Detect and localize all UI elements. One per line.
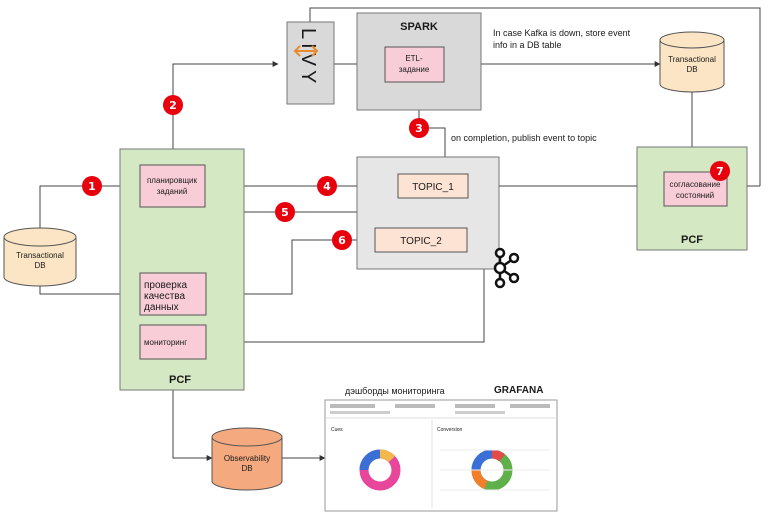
step-2-number: 2 bbox=[169, 99, 177, 112]
step-2-marker: 2 bbox=[163, 95, 183, 115]
monitoring-box bbox=[139, 324, 207, 360]
pcf-left: планировщик заданий проверка качества да… bbox=[119, 148, 245, 391]
db-right: Transactional DB bbox=[659, 31, 725, 93]
etl-label-line2: задание bbox=[399, 65, 430, 74]
scheduler-line2: заданий bbox=[157, 187, 188, 196]
step-7-marker: 7 bbox=[710, 161, 730, 181]
step-5-number: 5 bbox=[281, 206, 289, 219]
kafka-logo-icon bbox=[493, 247, 520, 289]
step-6-marker: 6 bbox=[332, 230, 352, 250]
panel-right-title: Conversion bbox=[437, 427, 463, 433]
topic2-label: TOPIC_2 bbox=[400, 236, 442, 247]
db-left: Transactional DB bbox=[3, 227, 77, 287]
kafka-note-line1: In case Kafka is down, store event bbox=[493, 28, 631, 38]
livy-logo-text: LIVY bbox=[297, 28, 319, 87]
quality-box bbox=[139, 272, 207, 316]
quality-line1: проверка bbox=[144, 280, 187, 291]
panel-left-title: Cues bbox=[331, 427, 343, 433]
left-donut-chart bbox=[359, 449, 401, 491]
step-3-number: 3 bbox=[415, 122, 423, 135]
quality-line2: качества bbox=[144, 291, 185, 302]
pcf-to-observability-line bbox=[172, 390, 213, 461]
step-markers: 1 2 3 4 5 6 7 bbox=[82, 95, 730, 250]
monitoring-label: мониторинг bbox=[144, 338, 187, 347]
livy-box: LIVY bbox=[286, 21, 335, 105]
topic2-box bbox=[374, 227, 468, 253]
grafana-dashboard: дэшборды мониторинга GRAFANA Cues Conver… bbox=[324, 385, 558, 512]
grafana-title: GRAFANA bbox=[494, 385, 543, 396]
step-6-number: 6 bbox=[338, 234, 346, 247]
quality-line3: данных bbox=[144, 302, 179, 313]
step-3-marker: 3 bbox=[409, 118, 429, 138]
etl-label-line1: ETL- bbox=[405, 54, 423, 63]
etl-job-box bbox=[384, 46, 445, 83]
pcf-left-label: PCF bbox=[169, 374, 191, 386]
db-left-line2: DB bbox=[34, 261, 45, 270]
db-observability: Observability DB bbox=[211, 427, 283, 491]
obs-db-line1: Observability bbox=[224, 454, 270, 463]
topic1-label: TOPIC_1 bbox=[412, 182, 454, 193]
completion-note: on completion, publish event to topic bbox=[451, 133, 597, 143]
kafka-cluster: TOPIC_1 TOPIC_2 bbox=[356, 156, 500, 270]
obs-db-line2: DB bbox=[241, 464, 252, 473]
db-right-line1: Transactional bbox=[668, 55, 716, 64]
dashboard-frame bbox=[324, 399, 558, 512]
db-left-line1: Transactional bbox=[16, 251, 64, 260]
step-4-marker: 4 bbox=[317, 176, 337, 196]
step-7-number: 7 bbox=[716, 165, 724, 178]
topic1-box bbox=[397, 173, 469, 199]
scheduler-to-db-left-line bbox=[39, 185, 140, 230]
step-5-marker: 5 bbox=[275, 202, 295, 222]
livy-arrows-icon bbox=[293, 45, 319, 57]
scheduler-to-livy-line bbox=[172, 61, 279, 165]
db-right-line2: DB bbox=[686, 65, 697, 74]
step-4-number: 4 bbox=[323, 180, 331, 193]
step-1-number: 1 bbox=[88, 180, 96, 193]
spark-title: SPARK bbox=[400, 21, 438, 33]
reconcile-line2: состояний bbox=[676, 191, 714, 200]
reconcile-line1: согласование bbox=[670, 180, 721, 189]
step-1-marker: 1 bbox=[82, 176, 102, 196]
pcf-right-label: PCF bbox=[681, 234, 703, 246]
kafka-note-line2: info in a DB table bbox=[493, 40, 562, 50]
grafana-caption: дэшборды мониторинга bbox=[345, 386, 445, 396]
pcf-right: согласование состояний PCF bbox=[636, 146, 748, 251]
spark-cluster: SPARK ETL- задание bbox=[356, 12, 482, 111]
top-loop-line bbox=[309, 7, 761, 186]
scheduler-line1: планировщик bbox=[147, 176, 198, 185]
scheduler-box bbox=[139, 164, 206, 208]
